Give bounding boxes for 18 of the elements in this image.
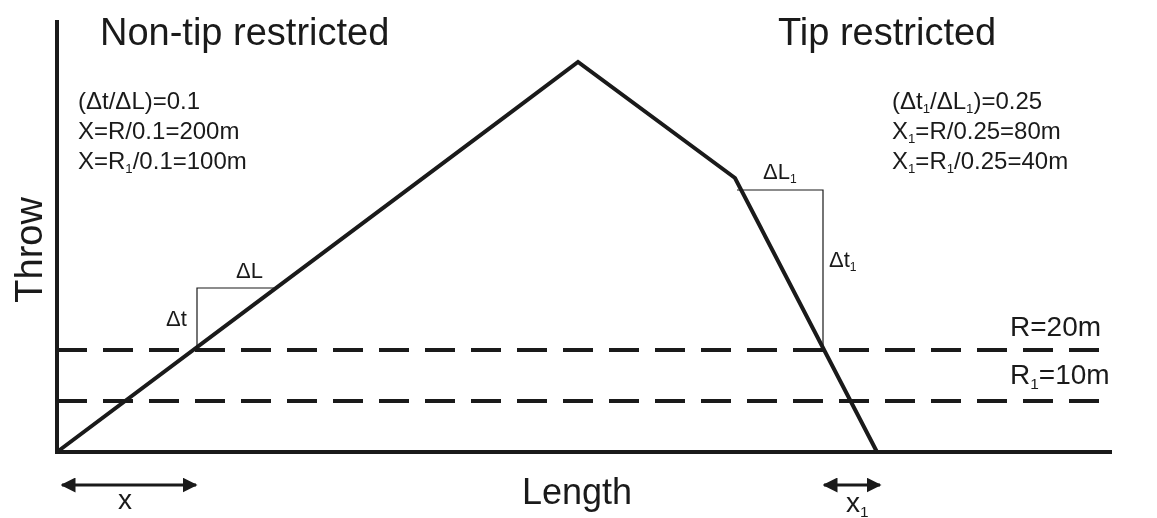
delta-label: ΔL — [236, 259, 263, 284]
delta-label: ΔL$_{1}$ — [763, 160, 797, 186]
dimension-label: x$_{1}$ — [846, 488, 869, 518]
formula-text: X=R$_{1}$/0.1=100m — [78, 148, 247, 177]
axis-title: Length — [522, 472, 633, 512]
section-heading: Tip restricted — [778, 12, 997, 54]
delta-label: Δt — [166, 307, 187, 332]
formula-text: X$_{1}$=R$_{1}$/0.25=40m — [892, 148, 1069, 177]
formula-text: (Δt$_{1}$/ΔL$_{1}$)=0.25 — [892, 88, 1043, 117]
formula-text: (Δt/ΔL)=0.1 — [78, 88, 201, 115]
axis-title: Throw — [8, 197, 51, 303]
level-label: R=20m — [1010, 312, 1102, 343]
section-heading: Non-tip restricted — [100, 12, 390, 54]
delta-label: Δt$_{1}$ — [829, 248, 857, 274]
formula-text: X$_{1}$=R/0.25=80m — [892, 118, 1061, 147]
formula-text: X=R/0.1=200m — [78, 118, 240, 145]
level-label: R$_{1}$=10m — [1010, 360, 1110, 393]
dimension-label: x — [118, 485, 132, 516]
